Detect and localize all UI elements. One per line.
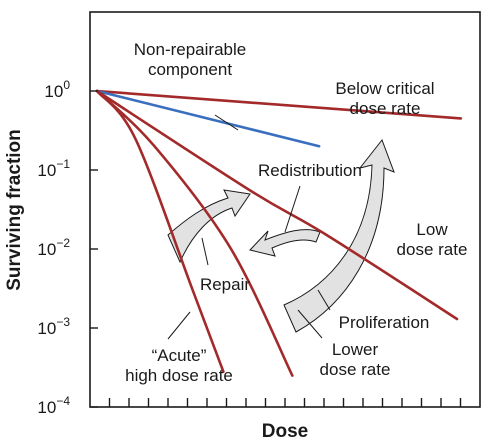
redistribution-arrow <box>249 229 321 257</box>
y-axis-title: Surviving fraction <box>4 129 25 291</box>
x-axis-title: Dose <box>262 421 308 442</box>
proliferation-arrow <box>283 138 395 333</box>
series-layer <box>95 89 463 377</box>
y-tick-label-1: 10−1 <box>37 157 70 180</box>
annotation-redistribution: Redistribution <box>258 161 362 180</box>
process-arrows <box>167 138 395 333</box>
annotation-redistribution-leader <box>284 185 301 233</box>
annotation-acute: “Acute”high dose rate <box>125 346 233 385</box>
series-acute-line <box>95 89 225 373</box>
annotation-proliferation: Proliferation <box>339 313 430 332</box>
series-lower-dose-rate-line <box>95 89 294 377</box>
series-low-dose-rate-line <box>95 89 459 321</box>
annotation-proliferation-leader <box>317 289 331 311</box>
y-tick-label-0: 100 <box>44 78 70 101</box>
annotation-non-repairable-leader <box>214 114 239 131</box>
series-non-repairable-line <box>95 89 321 148</box>
series-below-critical-line <box>95 89 463 120</box>
repair-arrow <box>167 189 251 264</box>
y-tick-label-3: 10−3 <box>37 315 70 338</box>
y-tick-label-2: 10−2 <box>37 236 70 259</box>
annotation-acute-leader <box>167 311 191 340</box>
y-tick-label-4: 10−4 <box>37 394 70 417</box>
annotation-lower-dose-rate-leader <box>297 309 323 339</box>
annotation-repair-leader <box>201 237 209 266</box>
annotation-repair: Repair <box>200 275 250 294</box>
